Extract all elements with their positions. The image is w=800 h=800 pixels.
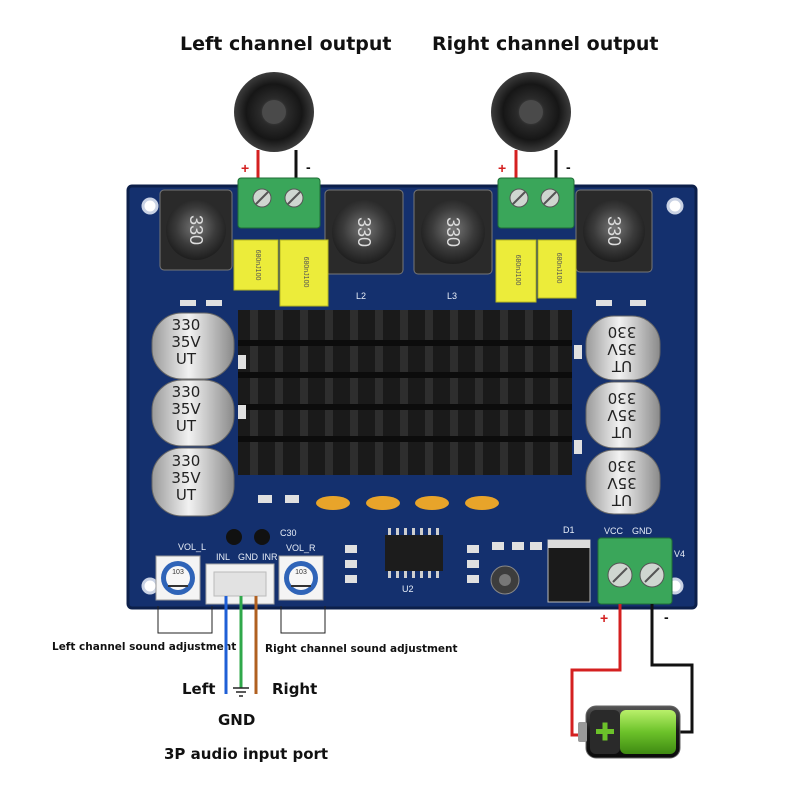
power-plus-wire	[570, 604, 622, 737]
right-adjust-bracket	[280, 606, 326, 634]
film-cap-label: 680nJ100	[254, 250, 261, 281]
left-minus-sign: -	[306, 159, 311, 175]
pot-code: 103	[172, 569, 184, 576]
cap-text-1: 330	[608, 323, 637, 341]
l2-silk: L2	[356, 291, 366, 301]
left-volume-pot: 103	[155, 555, 201, 601]
left-speaker-wires	[256, 150, 298, 178]
pot-code: 103	[295, 569, 307, 576]
inductor-l4: 330	[575, 189, 653, 273]
cap-text-1: 330	[172, 383, 201, 401]
right-minus-sign: -	[566, 159, 571, 175]
power-minus-sign: -	[664, 609, 669, 625]
cap-text-2: 35V	[171, 400, 201, 418]
gnd-wire-label: GND	[218, 711, 256, 729]
inductor-label: 330	[604, 216, 624, 246]
right-plus-sign: +	[498, 160, 506, 176]
film-cap-label: 680nJ100	[514, 255, 521, 286]
inductor-l2: 330	[324, 189, 404, 275]
d1-silk: D1	[563, 525, 575, 535]
smd-components	[180, 300, 646, 583]
cap-text-3: UT	[611, 423, 632, 441]
left-adjust-bracket	[157, 606, 213, 634]
left-wire-label: Left	[182, 680, 216, 698]
cap-text-2: 35V	[171, 333, 201, 351]
left-channel-adjust-label: Left channel sound adjustment	[52, 641, 237, 653]
v4-silk: V4	[674, 549, 685, 559]
electrolytic-capacitors-right: UT 35V 330 UT 35V 330 UT 35V 330	[585, 315, 661, 515]
power-terminal	[597, 537, 673, 605]
cap-text-3: UT	[176, 417, 197, 435]
cap-text-2: 35V	[171, 469, 201, 487]
inr-silk: INR	[262, 552, 278, 562]
vcc-silk: VCC	[604, 526, 624, 536]
inductor-label: 330	[443, 217, 463, 247]
cap-text-3: UT	[611, 357, 632, 375]
audio-input-port-label: 3P audio input port	[164, 745, 329, 763]
inductor-l1: 330	[159, 189, 233, 271]
cap-text-1: 330	[172, 452, 201, 470]
cap-text-1: 330	[172, 316, 201, 334]
inductor-label: 330	[354, 217, 374, 247]
cap-text-2: 35V	[607, 406, 637, 424]
right-wire-label: Right	[272, 680, 318, 698]
left-plus-sign: +	[241, 160, 249, 176]
c30-silk: C30	[280, 528, 297, 538]
cap-text-2: 35V	[607, 474, 637, 492]
right-speaker-wires	[514, 150, 558, 178]
film-cap-label: 680nJ100	[302, 257, 309, 288]
cap-text-2: 35V	[607, 340, 637, 358]
inductor-label: 330	[186, 215, 206, 245]
small-capacitor-c36	[490, 565, 520, 595]
ic-u2	[385, 528, 443, 578]
cap-text-3: UT	[176, 350, 197, 368]
right-channel-output-label: Right channel output	[432, 33, 659, 55]
cap-text-1: 330	[608, 389, 637, 407]
vol-l-silk: VOL_L	[178, 542, 206, 552]
right-speaker-icon	[491, 72, 571, 152]
cap-text-3: UT	[611, 491, 632, 509]
left-speaker-icon	[234, 72, 314, 152]
right-volume-pot: 103	[278, 555, 324, 601]
left-channel-output-label: Left channel output	[180, 33, 392, 55]
inl-silk: INL	[216, 552, 230, 562]
cap-text-3: UT	[176, 486, 197, 504]
vol-r-silk: VOL_R	[286, 543, 316, 553]
gnd-silk: GND	[632, 526, 653, 536]
ceramic-capacitors	[316, 496, 499, 510]
u2-silk: U2	[402, 584, 414, 594]
right-channel-adjust-label: Right channel sound adjustment	[265, 643, 458, 655]
power-plus-sign: +	[600, 610, 608, 626]
inductor-l3: 330	[413, 189, 493, 275]
heatsink	[238, 310, 572, 475]
left-output-terminal	[237, 177, 321, 229]
film-capacitors: 680nJ100 680nJ100 680nJ100 680nJ100	[233, 239, 577, 307]
diode-d1	[547, 539, 591, 603]
electrolytic-capacitors-left: 330 35V UT 330 35V UT 330 35V UT	[151, 312, 235, 517]
cap-text-1: 330	[608, 457, 637, 475]
gnd-pin-silk: GND	[238, 552, 259, 562]
transistors	[226, 529, 270, 545]
battery-icon	[578, 705, 681, 759]
right-output-terminal	[497, 177, 575, 229]
film-cap-label: 680nJ100	[555, 253, 562, 284]
ground-icon	[233, 687, 249, 697]
l3-silk: L3	[447, 291, 457, 301]
power-minus-wire	[650, 604, 694, 734]
